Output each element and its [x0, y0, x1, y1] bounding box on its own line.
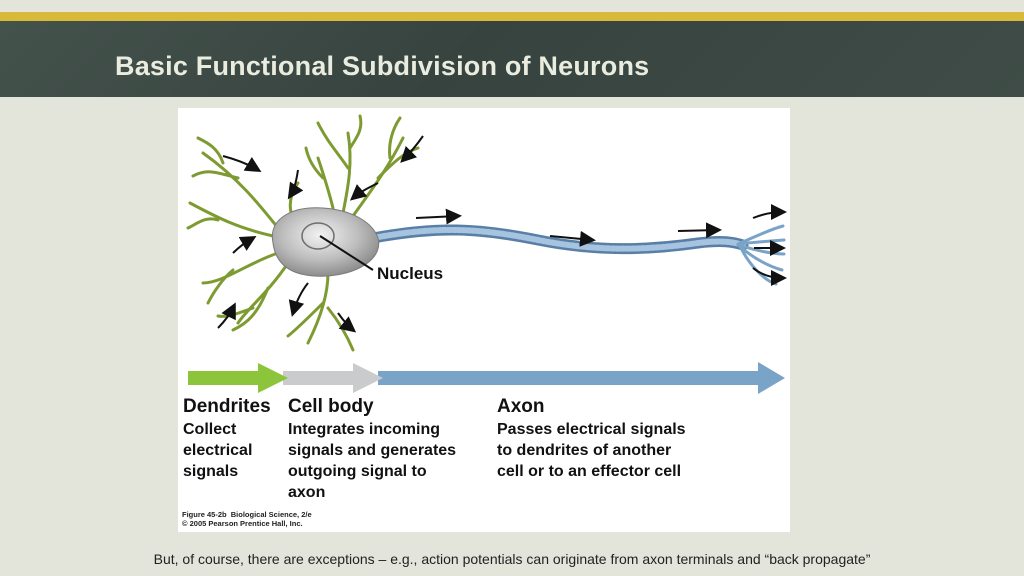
axon-arrow [378, 362, 785, 394]
dendrites [186, 114, 420, 352]
accent-bar [0, 12, 1024, 21]
signal-arrows [217, 135, 787, 333]
slide-title: Basic Functional Subdivision of Neurons [115, 51, 650, 81]
cell-body [271, 207, 380, 277]
neuron-illustration [186, 114, 787, 394]
dendrites-arrow [188, 363, 288, 393]
cell-body-heading: Cell body [288, 396, 374, 417]
dendrites-heading: Dendrites [183, 396, 271, 417]
subdivision-arrows [188, 362, 785, 394]
cell-body-arrow [283, 363, 383, 393]
figure-credit: Figure 45-2b Biological Science, 2/e © 2… [182, 510, 312, 528]
nucleus-pointer [319, 235, 374, 271]
axon [367, 224, 786, 286]
cell-body-description: Integrates incoming signals and generate… [288, 421, 457, 501]
nucleus-label: Nucleus [377, 264, 444, 283]
title-band [0, 21, 1024, 97]
dendrites-description: Collect electrical signals [183, 421, 253, 480]
axon-description: Passes electrical signals to dendrites o… [497, 421, 686, 480]
neuron-figure: Nucleus Dendrites Collect electrical sig… [178, 108, 790, 532]
nucleus [301, 222, 335, 250]
axon-heading: Axon [497, 396, 545, 417]
footer-note: But, of course, there are exceptions – e… [153, 551, 871, 567]
top-strip [0, 0, 1024, 12]
